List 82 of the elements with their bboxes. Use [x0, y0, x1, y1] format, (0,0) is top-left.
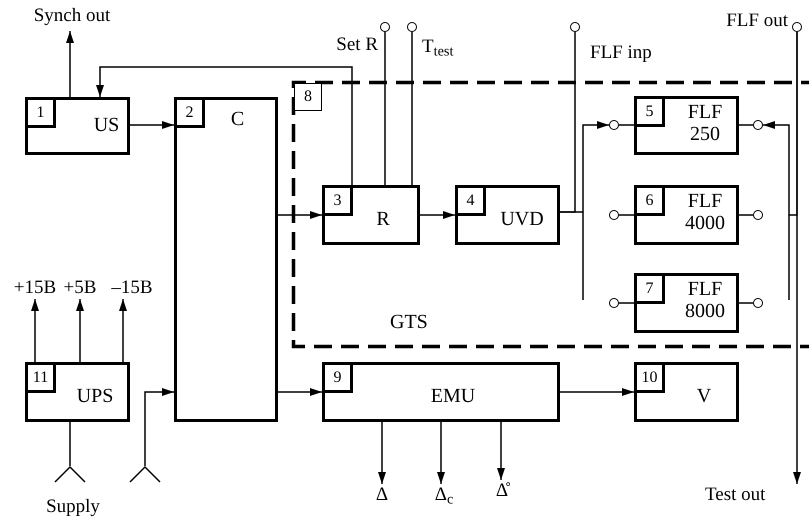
connector-line — [384, 32, 386, 185]
block-number: 8 — [294, 83, 322, 111]
connector-line — [278, 388, 322, 396]
antenna-symbol — [129, 466, 161, 482]
connector-line — [378, 422, 386, 484]
terminal-circle — [753, 120, 763, 130]
connector-line — [619, 302, 634, 304]
connector-line — [560, 388, 634, 396]
function-block — [174, 97, 278, 422]
terminal-circle — [753, 210, 763, 220]
block-label: US — [92, 114, 120, 136]
connector-line — [497, 422, 505, 480]
connector-line — [420, 211, 455, 219]
connector-line — [96, 66, 353, 185]
connector-line — [739, 302, 753, 304]
block-number: 6 — [637, 188, 665, 216]
signal-label: +15B — [10, 277, 60, 299]
block-number: 10 — [637, 365, 665, 393]
function-block — [25, 97, 130, 155]
block-number: 7 — [637, 276, 665, 304]
terminal-circle — [609, 210, 619, 220]
function-block — [634, 185, 739, 245]
connector-line — [278, 211, 322, 219]
signal-label: FLF inp — [590, 42, 653, 65]
block-label: V — [696, 385, 712, 407]
terminal-circle — [407, 22, 417, 32]
signal-label: Δ̊ — [489, 480, 515, 510]
signal-label: FLF out — [725, 10, 788, 33]
block-number: 4 — [458, 188, 486, 216]
block-number: 5 — [637, 99, 665, 127]
block-number: 3 — [325, 188, 353, 216]
block-label: UVD — [499, 208, 545, 230]
function-block — [634, 273, 739, 333]
signal-label: –15B — [104, 277, 160, 299]
terminal-circle — [570, 22, 580, 32]
block-label: FLF 4000 — [684, 190, 726, 234]
block-label: UPS — [76, 385, 114, 407]
connector-line — [793, 32, 801, 484]
connector-line — [130, 121, 174, 129]
connector-line — [560, 121, 609, 213]
terminal-circle — [609, 120, 619, 130]
signal-label: Test out — [705, 484, 800, 508]
block-number: 1 — [28, 100, 56, 128]
connector-line — [619, 214, 634, 216]
block-label: C — [230, 108, 246, 130]
block-number: 11 — [28, 365, 56, 393]
signal-label: +5B — [60, 277, 100, 299]
block-number: 2 — [177, 100, 205, 128]
connector-line — [411, 32, 413, 185]
signal-label: Set R — [335, 34, 378, 56]
function-block — [25, 362, 130, 422]
connector-line — [66, 31, 74, 97]
block-label: R — [375, 208, 391, 230]
block-label: FLF 8000 — [684, 278, 726, 322]
connector-line — [739, 214, 753, 216]
connector-line — [76, 299, 84, 362]
signal-label: Supply — [45, 496, 101, 519]
antenna-symbol — [54, 466, 86, 482]
terminal-circle — [792, 22, 802, 32]
function-block — [455, 185, 560, 245]
terminal-circle — [609, 298, 619, 308]
block-label: FLF 250 — [686, 101, 724, 145]
terminal-circle — [753, 298, 763, 308]
block-label: EMU — [430, 385, 476, 407]
signal-label: T$_{test}$ — [422, 36, 454, 60]
connector-line — [619, 124, 634, 126]
function-block — [322, 362, 560, 422]
connector-line — [437, 422, 445, 484]
function-block — [322, 185, 420, 245]
connector-line — [119, 299, 127, 362]
function-block — [634, 362, 739, 422]
signal-label: Δ$_{c}$ — [428, 484, 460, 512]
block-number: 9 — [325, 365, 353, 393]
connector-line — [144, 388, 174, 466]
terminal-circle — [380, 22, 390, 32]
signal-label: Δ — [370, 484, 394, 508]
function-block — [634, 96, 739, 155]
connector-line — [739, 124, 753, 126]
signal-label: Synch out — [28, 5, 116, 31]
connector-line — [31, 299, 39, 362]
connector-line — [69, 422, 71, 466]
group-label: GTS — [390, 311, 428, 334]
